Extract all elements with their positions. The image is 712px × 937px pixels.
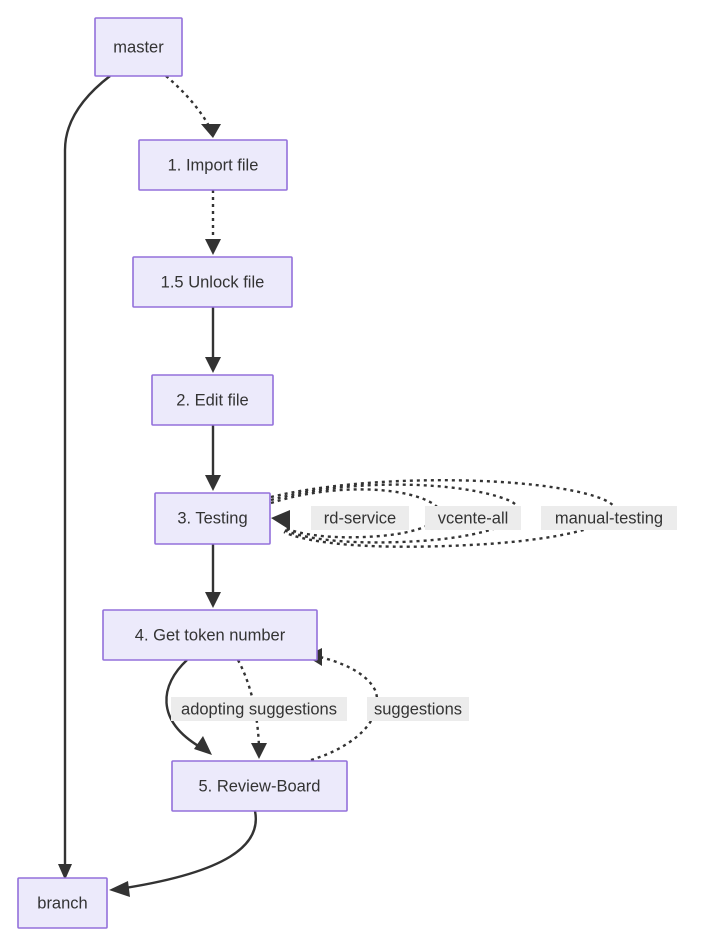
edge-label-adopting-suggestions: adopting suggestions [171,697,347,721]
node-box [17,877,108,929]
edge-path [310,655,379,762]
node-box [138,139,288,191]
edge-unlock-file-to-edit-file[interactable] [205,307,221,373]
edge-label-text: rd-service [324,509,396,527]
arrow-head-icon [58,864,72,880]
edge-testing-to-get-token-number[interactable] [205,544,221,608]
edge-label-text: vcente-all [438,509,509,527]
arrow-head-icon [201,124,221,138]
edge-label-background [171,697,347,721]
edge-label-background [541,506,677,530]
arrow-head-icon [109,881,130,897]
edge-label-background [425,506,521,530]
nodes-layer: master 1. Import file 1.5 Unlock file 2.… [17,17,348,929]
node-label: master [113,38,164,56]
node-box [154,492,271,545]
edge-label-suggestions: suggestions [367,697,469,721]
edge-label-background [367,697,469,721]
edge-path [236,659,261,748]
edge-testing-self-vcente-all[interactable] [270,483,521,544]
edge-label-text: suggestions [374,700,462,718]
edge-label-rd-service: rd-service [311,506,409,530]
node-label: 3. Testing [177,509,247,527]
edge-path [63,75,111,872]
node-import-file[interactable]: 1. Import file [138,139,288,191]
arrow-head-icon [205,357,221,373]
node-get-token-number[interactable]: 4. Get token number [102,609,318,661]
arrow-head-icon [205,239,221,255]
node-box [132,256,293,308]
node-label: 1. Import file [168,156,259,174]
edge-label-text: manual-testing [555,509,663,527]
arrow-head-icon [194,736,212,755]
arrow-head-icon [251,743,267,759]
node-edit-file[interactable]: 2. Edit file [151,374,274,426]
node-label: 1.5 Unlock file [161,273,265,291]
node-master[interactable]: master [94,17,183,77]
edge-get-token-number-to-review-board-dotted[interactable] [236,659,267,759]
edge-path [165,75,211,127]
edge-import-file-to-unlock-file[interactable] [205,190,221,255]
arrow-head-icon [271,510,290,530]
node-label: 4. Get token number [135,626,286,644]
edge-label-text: adopting suggestions [181,700,337,718]
node-unlock-file[interactable]: 1.5 Unlock file [132,256,293,308]
edge-label-vcente-all: vcente-all [425,506,521,530]
node-review-board[interactable]: 5. Review-Board [171,760,348,812]
node-box [94,17,183,77]
edge-review-board-to-branch[interactable] [109,810,258,897]
node-branch[interactable]: branch [17,877,108,929]
edge-label-background [311,506,409,530]
node-label: 5. Review-Board [199,777,321,795]
edge-master-to-import-file[interactable] [165,75,221,138]
node-box [171,760,348,812]
edges-layer [58,75,617,897]
edge-path [270,483,521,544]
edge-edit-file-to-testing[interactable] [205,425,221,491]
arrow-into-testing-from-self-loops [271,510,290,530]
edge-label-manual-testing: manual-testing [541,506,677,530]
node-label: branch [37,894,87,912]
arrow-head-icon [205,592,221,608]
edge-path [124,810,258,890]
arrow-head-icon [205,475,221,491]
edge-get-token-number-to-review-board-solid[interactable] [165,659,212,755]
node-label: 2. Edit file [176,391,248,409]
edge-path [165,659,201,749]
node-box [102,609,318,661]
node-box [151,374,274,426]
edge-master-to-branch[interactable] [58,75,111,880]
node-testing[interactable]: 3. Testing [154,492,271,545]
edge-labels-layer: rd-service vcente-all manual-testing ado… [171,506,677,721]
